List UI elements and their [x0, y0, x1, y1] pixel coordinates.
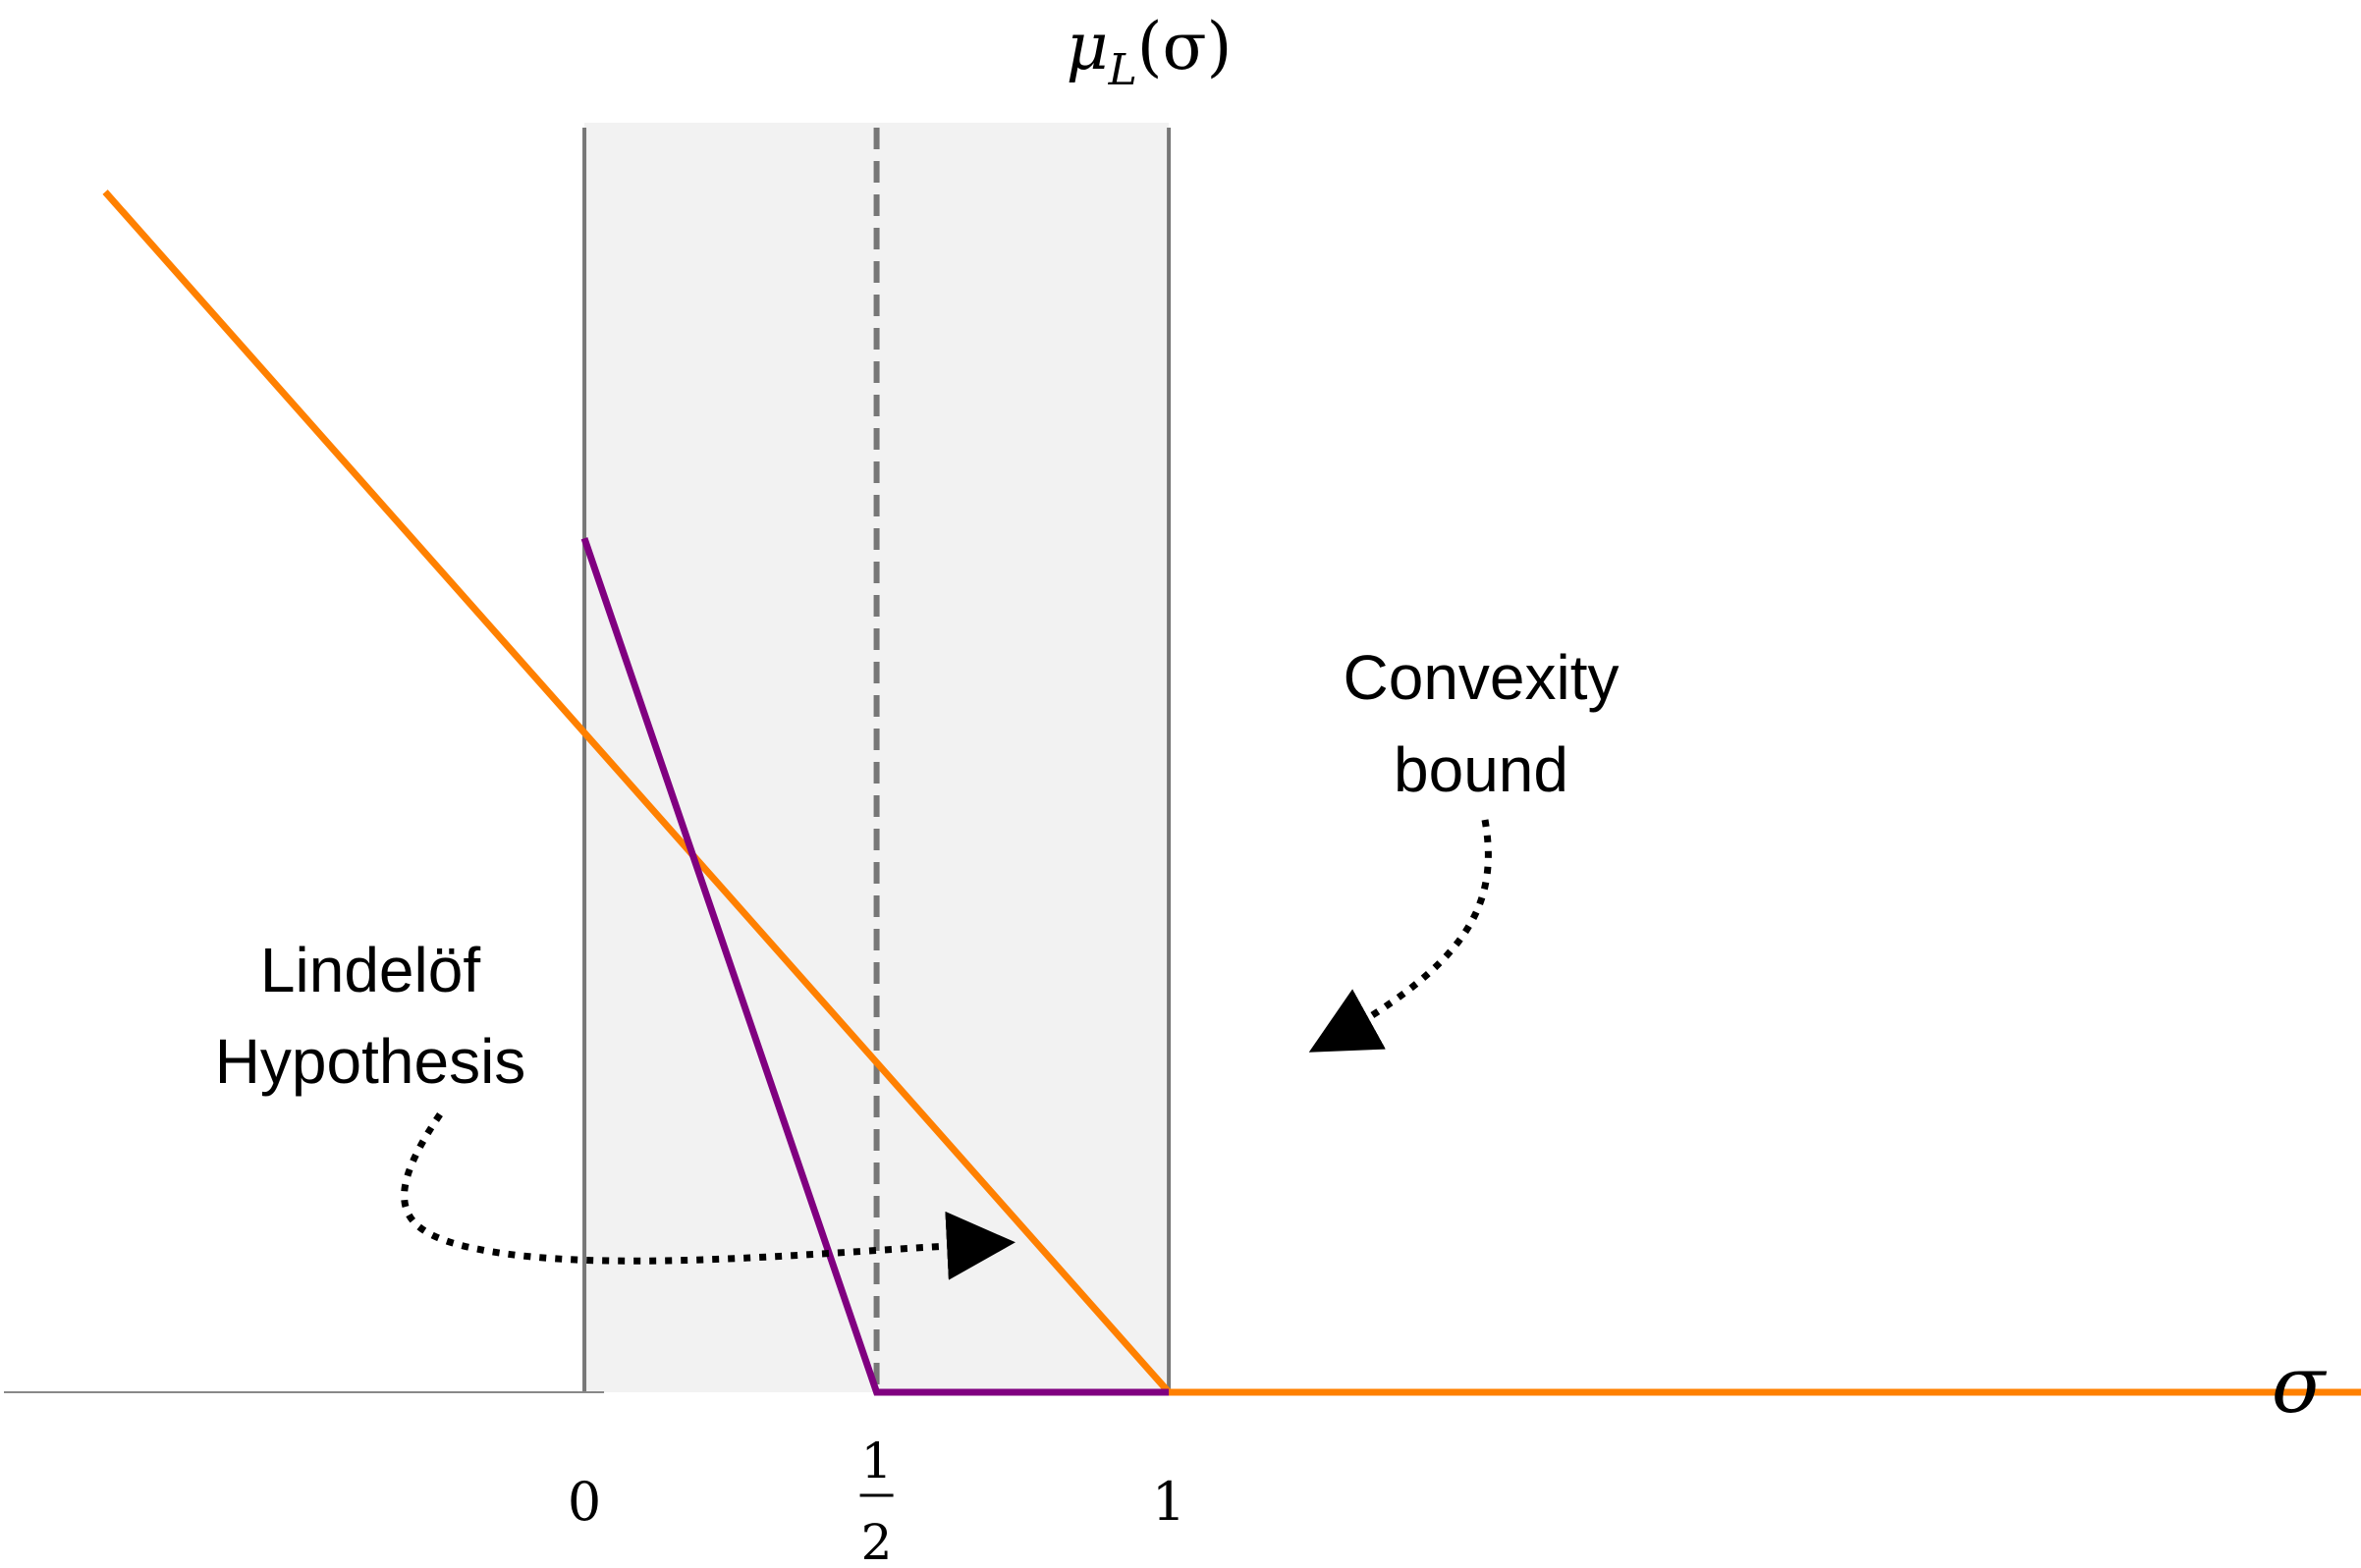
tick-label-0: 0	[568, 1471, 601, 1533]
tick-fraction-denominator: 2	[861, 1514, 893, 1568]
tick-label-1: 1	[1152, 1471, 1185, 1533]
x-axis-label: σ	[2272, 1339, 2328, 1431]
annotation-lindelof-line1: Lindelöf	[260, 935, 480, 1005]
tick-fraction-numerator: 1	[861, 1433, 893, 1489]
lindelof-hypothesis-line	[580, 537, 1170, 1396]
tick-label-one-half: 1 2	[859, 1433, 894, 1568]
y-axis-label: μL(σ)	[1067, 9, 1233, 95]
annotation-convexity-line2: bound	[1394, 734, 1568, 805]
annotation-convexity-arrow	[1308, 819, 1492, 1053]
annotation-convexity-line1: Convexity	[1344, 642, 1620, 713]
annotation-lindelof-line2: Hypothesis	[215, 1026, 526, 1097]
convexity-bound-line	[102, 189, 2361, 1396]
annotation-lindelof-arrow	[401, 1112, 1016, 1280]
